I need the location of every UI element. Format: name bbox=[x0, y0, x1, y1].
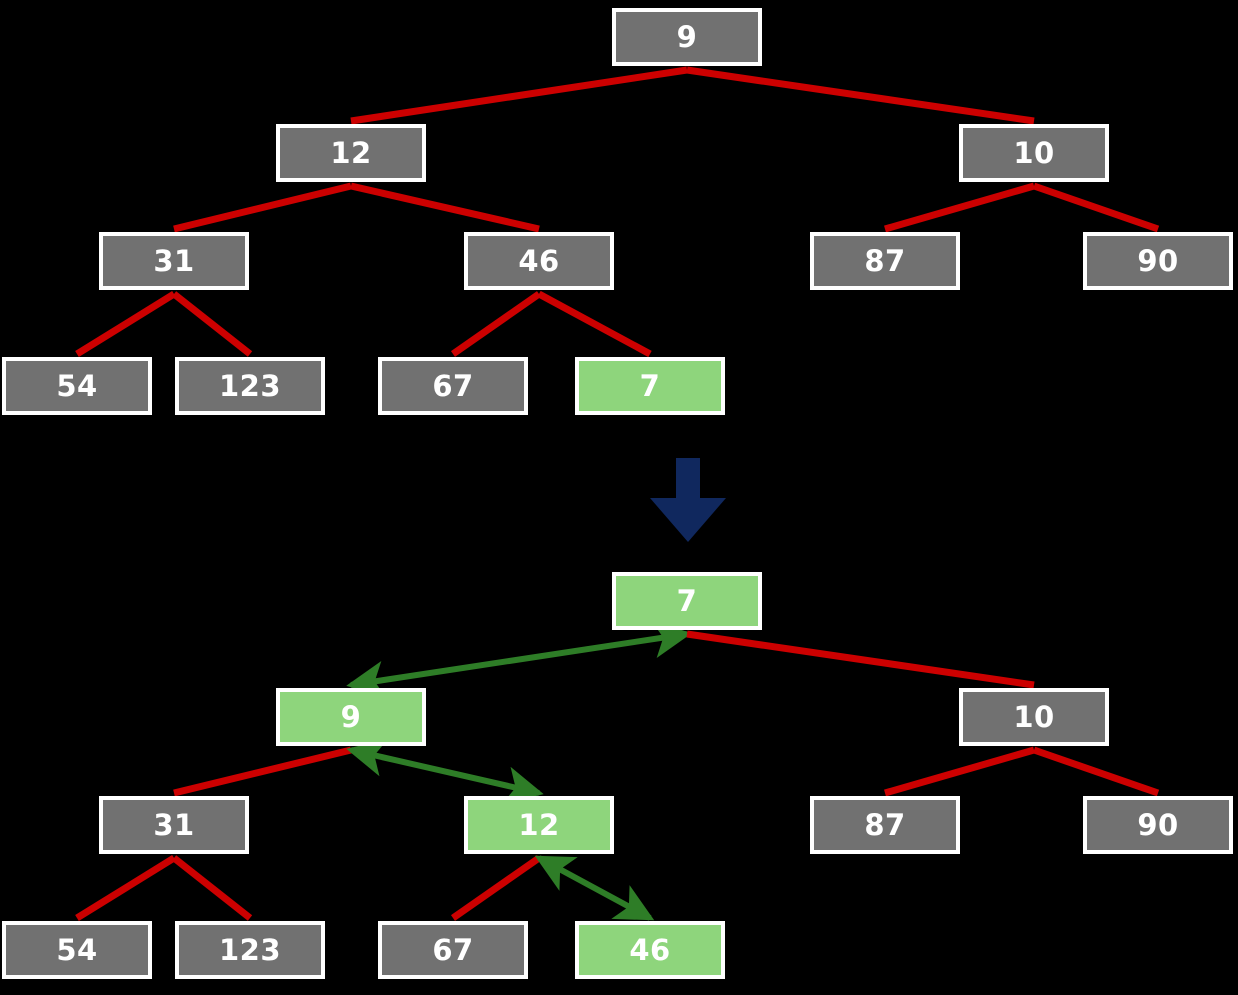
tree-edge-46-to-7 bbox=[537, 290, 652, 358]
tree-edge-9-to-10 bbox=[686, 66, 1035, 125]
tree-edge-46-to-67 bbox=[450, 291, 542, 357]
tree-node-90-before-tree[interactable]: 90 bbox=[1083, 232, 1233, 290]
tree-edge-10-to-87 bbox=[884, 182, 1035, 233]
tree-node-31-before-tree[interactable]: 31 bbox=[99, 232, 249, 290]
tree-node-7-after-tree[interactable]: 7 bbox=[612, 572, 762, 630]
tree-node-10-before-tree[interactable]: 10 bbox=[959, 124, 1109, 182]
tree-node-87-after-tree[interactable]: 87 bbox=[810, 796, 960, 854]
node-value-label: 67 bbox=[432, 368, 474, 403]
swap-arrow-12-to-46 bbox=[534, 855, 655, 921]
tree-edge-10-to-90 bbox=[1032, 746, 1160, 797]
node-value-label: 10 bbox=[1013, 135, 1055, 170]
tree-edge-7-to-10 bbox=[686, 630, 1035, 689]
tree-edge-9-to-31 bbox=[173, 746, 352, 797]
tree-edge-12-to-67 bbox=[450, 855, 542, 921]
tree-edge-10-to-90 bbox=[1032, 182, 1160, 233]
tree-node-54-after-tree[interactable]: 54 bbox=[2, 921, 152, 979]
node-value-label: 123 bbox=[218, 368, 282, 403]
node-value-label: 7 bbox=[676, 583, 698, 618]
tree-edge-31-to-123 bbox=[171, 291, 253, 357]
node-value-label: 12 bbox=[518, 807, 560, 842]
node-value-label: 31 bbox=[153, 243, 195, 278]
swap-arrow-7-to-9 bbox=[346, 620, 692, 699]
tree-node-9-before-tree[interactable]: 9 bbox=[612, 8, 762, 66]
tree-node-123-after-tree[interactable]: 123 bbox=[175, 921, 325, 979]
tree-edge-12-to-31 bbox=[173, 182, 352, 233]
tree-edge-12-to-46 bbox=[350, 182, 540, 233]
tree-edge-9-to-12 bbox=[350, 66, 688, 125]
node-value-label: 46 bbox=[629, 932, 671, 967]
node-value-label: 12 bbox=[330, 135, 372, 170]
tree-node-67-after-tree[interactable]: 67 bbox=[378, 921, 528, 979]
node-value-label: 87 bbox=[864, 243, 906, 278]
tree-node-9-after-tree[interactable]: 9 bbox=[276, 688, 426, 746]
tree-node-46-before-tree[interactable]: 46 bbox=[464, 232, 614, 290]
transition-arrow-down bbox=[650, 458, 726, 542]
tree-node-90-after-tree[interactable]: 90 bbox=[1083, 796, 1233, 854]
node-value-label: 90 bbox=[1137, 807, 1179, 842]
tree-node-10-after-tree[interactable]: 10 bbox=[959, 688, 1109, 746]
node-value-label: 9 bbox=[676, 19, 698, 54]
swap-arrow-9-to-12 bbox=[346, 738, 544, 805]
tree-node-67-before-tree[interactable]: 67 bbox=[378, 357, 528, 415]
tree-node-46-after-tree[interactable]: 46 bbox=[575, 921, 725, 979]
tree-node-12-before-tree[interactable]: 12 bbox=[276, 124, 426, 182]
node-value-label: 46 bbox=[518, 243, 560, 278]
node-value-label: 9 bbox=[340, 699, 362, 734]
tree-node-87-before-tree[interactable]: 87 bbox=[810, 232, 960, 290]
tree-edge-10-to-87 bbox=[884, 746, 1035, 797]
node-value-label: 54 bbox=[56, 368, 98, 403]
node-value-label: 54 bbox=[56, 932, 98, 967]
tree-edge-31-to-54 bbox=[75, 291, 176, 357]
node-value-label: 7 bbox=[639, 368, 661, 403]
tree-edge-31-to-123 bbox=[171, 855, 253, 921]
node-value-label: 31 bbox=[153, 807, 195, 842]
node-value-label: 123 bbox=[218, 932, 282, 967]
tree-node-31-after-tree[interactable]: 31 bbox=[99, 796, 249, 854]
tree-node-123-before-tree[interactable]: 123 bbox=[175, 357, 325, 415]
tree-node-7-before-tree[interactable]: 7 bbox=[575, 357, 725, 415]
node-value-label: 67 bbox=[432, 932, 474, 967]
node-value-label: 90 bbox=[1137, 243, 1179, 278]
node-value-label: 87 bbox=[864, 807, 906, 842]
tree-edge-31-to-54 bbox=[75, 855, 176, 921]
tree-node-12-after-tree[interactable]: 12 bbox=[464, 796, 614, 854]
tree-node-54-before-tree[interactable]: 54 bbox=[2, 357, 152, 415]
node-value-label: 10 bbox=[1013, 699, 1055, 734]
